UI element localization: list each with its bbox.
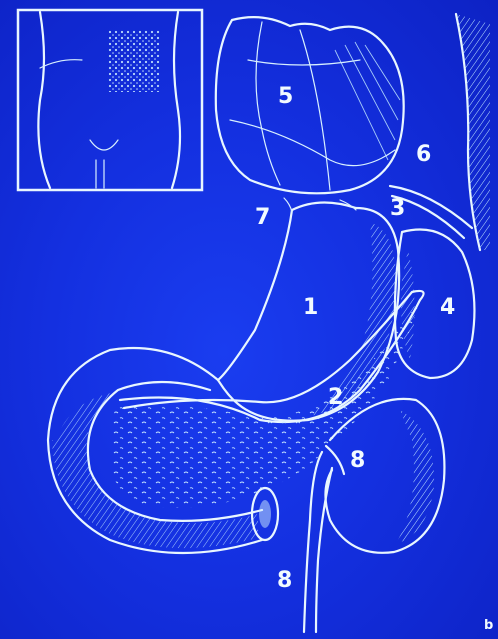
label-8-kidney: 8 [350,450,365,472]
spleen [395,230,475,379]
label-1: 1 [303,297,318,319]
heart [216,17,404,193]
torso-inset [18,10,202,190]
label-2: 2 [328,387,343,409]
label-3: 3 [390,198,405,220]
panel-letter: b [484,618,493,633]
label-8-ureter: 8 [277,570,292,592]
label-5: 5 [278,86,293,108]
label-6: 6 [416,144,431,166]
label-7: 7 [255,207,270,229]
label-4: 4 [440,297,455,319]
